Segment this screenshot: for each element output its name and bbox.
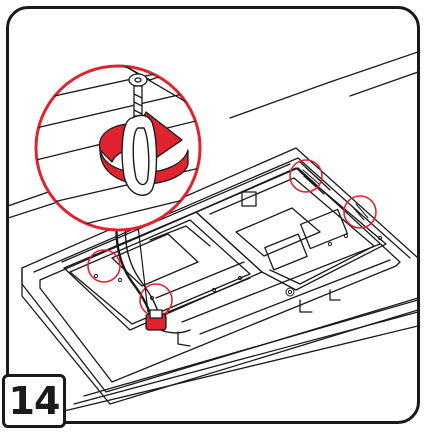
zoom-leader xyxy=(137,225,149,313)
inner-plates xyxy=(63,161,391,347)
tv-back-panel xyxy=(21,147,418,413)
cable-clip-icon xyxy=(145,309,167,331)
highlight-circles xyxy=(87,159,377,317)
zoom-callout xyxy=(34,64,202,232)
vent-slots xyxy=(299,167,369,221)
step-number: 14 xyxy=(8,379,61,423)
screw-icon xyxy=(128,73,148,117)
cable-clip-icon xyxy=(121,114,158,196)
step-badge: 14 xyxy=(2,374,66,428)
